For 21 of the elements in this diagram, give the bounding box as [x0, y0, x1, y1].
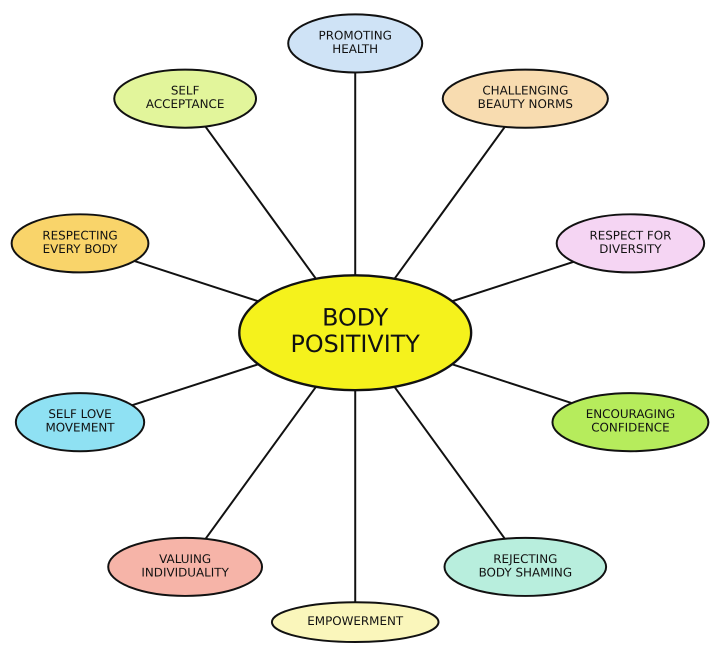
connector	[394, 126, 506, 279]
node-ellipse: VALUING INDIVIDUALITY	[107, 536, 264, 596]
connector	[134, 260, 258, 302]
connector	[354, 72, 356, 275]
node-ellipse: CHALLENGING BEAUTY NORMS	[442, 68, 609, 128]
node-ellipse: EMPOWERMENT	[270, 600, 440, 643]
node-ellipse: SELF LOVE MOVEMENT	[14, 392, 146, 452]
connector	[132, 362, 258, 406]
node-ellipse: RESPECT FOR DIVERSITY	[556, 212, 706, 273]
connector	[452, 260, 574, 302]
connector	[354, 390, 356, 602]
connector	[394, 386, 506, 538]
node-ellipse: ENCOURAGING CONFIDENCE	[551, 392, 710, 452]
node-ellipse: REJECTING BODY SHAMING	[444, 536, 608, 596]
node-ellipse: BODY POSITIVITY	[238, 274, 472, 391]
connector	[452, 362, 572, 404]
connector	[204, 126, 317, 279]
connector	[205, 386, 317, 538]
node-ellipse: RESPECTING EVERY BODY	[10, 212, 150, 273]
node-ellipse: PROMOTING HEALTH	[287, 12, 424, 73]
node-ellipse: SELF ACCEPTANCE	[113, 68, 258, 128]
